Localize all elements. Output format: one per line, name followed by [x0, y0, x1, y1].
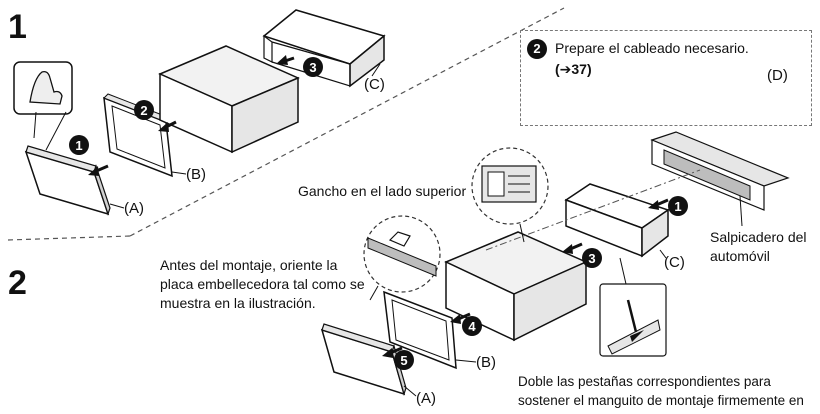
head-unit-2 [444, 231, 588, 342]
part-label-a-1: (A) [124, 200, 144, 217]
part-label-b-2: (B) [476, 354, 496, 371]
part-label-c-1: (C) [364, 76, 385, 93]
marker-2-step1: 2 [134, 100, 154, 120]
faceplate-a-1 [24, 145, 111, 216]
marker-3-step2: 3 [582, 248, 602, 268]
alignment-line [485, 169, 701, 251]
dashboard-label: Salpicadero del automóvil [710, 229, 807, 264]
step-2-number: 2 [8, 264, 27, 302]
section-divider-left [7, 235, 131, 241]
step-1-number: 1 [8, 8, 27, 46]
part-label-c-2: (C) [664, 254, 685, 271]
marker-5-step2: 5 [394, 350, 414, 370]
marker-label: 4 [468, 319, 476, 334]
mounting-sleeve-c-1 [262, 9, 386, 88]
marker-label: 5 [400, 353, 407, 368]
wiring-detail-inset [471, 147, 549, 243]
callout-reference: (➔37) [555, 61, 592, 77]
marker-1-step1: 1 [69, 135, 89, 155]
tabs-note: Doble las pestañas correspondientes para… [518, 374, 804, 414]
wiring-callout: 2 Prepare el cableado necesario. (➔37) (… [520, 30, 812, 126]
hand-press-icon [13, 61, 73, 151]
hook-detail-inset [363, 215, 441, 301]
marker-3-step1: 3 [303, 57, 323, 77]
marker-label: 3 [309, 60, 316, 75]
head-unit-1 [158, 45, 300, 154]
marker-4-step2: 4 [462, 316, 482, 336]
section-divider [129, 7, 565, 237]
mounting-sleeve-c-2 [564, 183, 670, 258]
part-label-b-1: (B) [186, 166, 206, 183]
trim-plate-b-2 [383, 290, 457, 370]
callout-marker: 2 [527, 39, 547, 59]
part-label-d: (D) [767, 67, 788, 84]
part-label-a-2: (A) [416, 390, 436, 407]
hook-label: Gancho en el lado superior [298, 183, 467, 199]
marker-1-step2: 1 [668, 196, 688, 216]
marker-label: 1 [674, 199, 681, 214]
orientation-note: Antes del montaje, oriente la placa embe… [160, 257, 365, 311]
callout-text: Prepare el cableado necesario. [555, 40, 749, 56]
marker-label: 1 [75, 138, 82, 153]
marker-label: 2 [140, 103, 147, 118]
tab-bend-inset [599, 257, 667, 357]
car-dashboard [650, 131, 790, 227]
marker-label: 3 [588, 251, 595, 266]
